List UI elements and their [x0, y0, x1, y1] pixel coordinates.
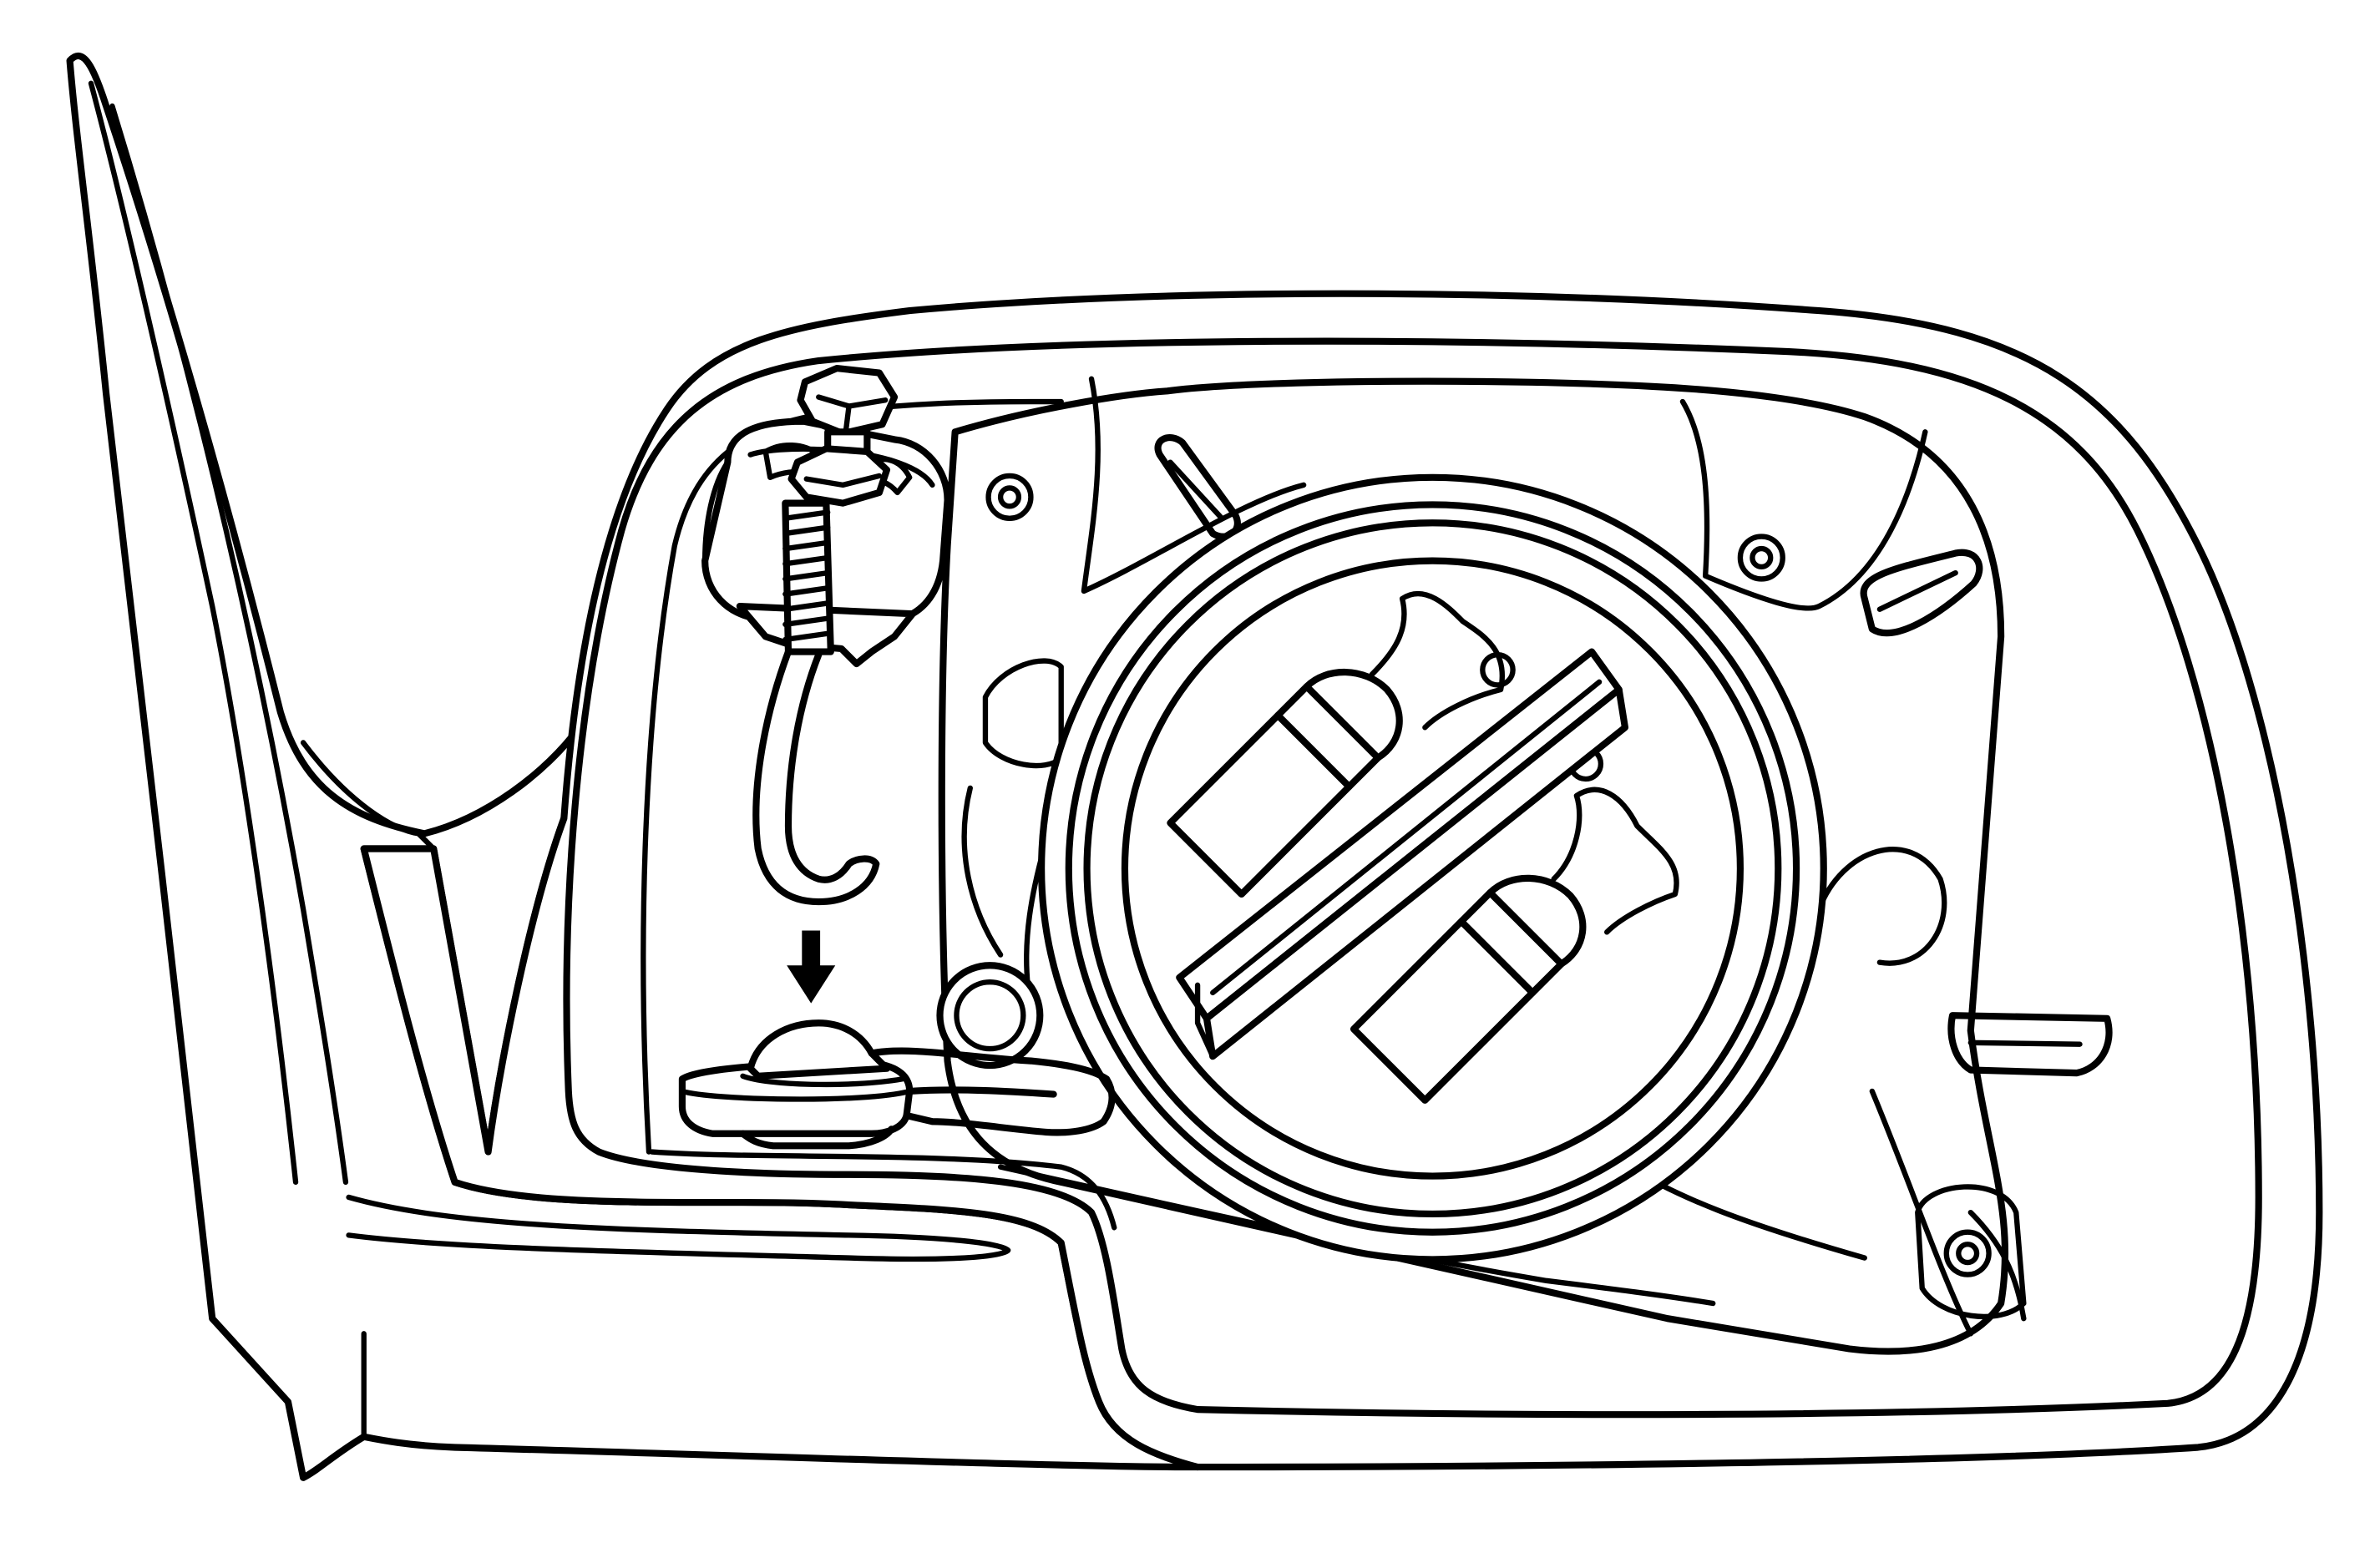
hex-bolt-icon	[782, 365, 899, 655]
wiring-harness	[868, 1047, 1116, 1136]
slot-upper-right	[1860, 549, 1983, 637]
screw-boss-upper-left	[985, 473, 1034, 521]
pivot-socket	[678, 1019, 914, 1150]
guide-post-left	[936, 962, 1044, 1070]
actuator-motor-lower	[1350, 746, 1679, 1104]
down-arrow-icon	[787, 930, 836, 1004]
slot-lower-right	[1947, 1012, 2113, 1077]
adjustment-cable	[752, 648, 880, 906]
actuator-motor-upper	[1167, 590, 1516, 898]
actuator-crossbar	[1176, 648, 1629, 1060]
screw-boss-upper-right	[1737, 534, 1785, 582]
screw-boss-lower-right	[1915, 1184, 2027, 1320]
